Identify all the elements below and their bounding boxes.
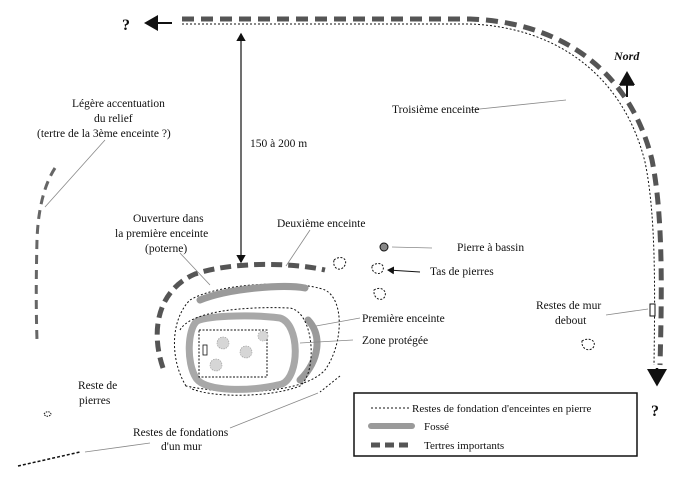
third-enclosure-mound bbox=[182, 16, 664, 366]
stone-piles: Tas de pierres bbox=[333, 257, 595, 351]
ditch-east bbox=[296, 316, 321, 384]
distance-label: 150 à 200 m bbox=[250, 138, 307, 150]
stone-remains-label-line1: Reste de bbox=[78, 380, 117, 392]
stone-pile-4 bbox=[581, 338, 595, 351]
protected-zone-callout: Zone protégée bbox=[299, 335, 428, 347]
inner-fortification bbox=[154, 261, 340, 396]
north-label: Nord bbox=[613, 49, 640, 63]
first-enclosure-foundation bbox=[179, 307, 312, 396]
second-enclosure-mound bbox=[154, 261, 326, 369]
first-enclosure-callout: Première enceinte bbox=[315, 313, 445, 327]
continuation-arrow-bottom: ? bbox=[647, 368, 667, 420]
second-enclosure-label: Deuxième enceinte bbox=[277, 218, 365, 230]
wall-foundations-label-line1: Restes de fondations bbox=[133, 427, 229, 439]
stone-pile-1 bbox=[333, 257, 347, 270]
third-enclosure bbox=[182, 16, 664, 366]
wall-foundations: Restes de fondations d'un mur bbox=[17, 375, 341, 467]
inner-mound-4 bbox=[257, 330, 269, 342]
first-enclosure-ditch bbox=[185, 312, 299, 393]
question-mark-top: ? bbox=[122, 17, 130, 34]
legend: Restes de fondation d'enceintes en pierr… bbox=[353, 392, 638, 457]
north-indicator: Nord bbox=[613, 49, 640, 97]
inner-mound-3 bbox=[209, 358, 223, 372]
basin-stone: Pierre à bassin bbox=[379, 242, 524, 254]
opening-callout: Ouverture dans la première enceinte (pot… bbox=[115, 213, 211, 286]
continuation-arrow-top: ? bbox=[122, 15, 172, 34]
inner-square bbox=[198, 329, 268, 378]
opening-label-line3: (poterne) bbox=[145, 243, 187, 255]
second-enclosure-callout: Deuxième enceinte bbox=[277, 218, 365, 267]
question-mark-bottom: ? bbox=[651, 403, 659, 420]
relief-label-line2: du relief bbox=[94, 113, 133, 125]
inner-door bbox=[202, 344, 208, 356]
stone-remains-label-line2: pierres bbox=[79, 395, 111, 407]
stone-remains: Reste de pierres bbox=[43, 380, 117, 417]
opening-label-line2: la première enceinte bbox=[115, 228, 208, 240]
standing-wall-label-line1: Restes de mur bbox=[536, 300, 601, 312]
legend-label-foundation: Restes de fondation d'enceintes en pierr… bbox=[412, 403, 592, 415]
legend-label-mound: Tertres importants bbox=[424, 440, 504, 452]
stone-piles-label: Tas de pierres bbox=[430, 266, 494, 278]
inner-mound-1 bbox=[216, 336, 230, 350]
basin-stone-label: Pierre à bassin bbox=[457, 242, 524, 254]
stone-pile-2 bbox=[371, 262, 384, 274]
standing-wall-label-line2: debout bbox=[555, 315, 587, 327]
ditch-north bbox=[196, 283, 309, 304]
third-enclosure-label: Troisième enceinte bbox=[392, 104, 479, 116]
standing-wall: Restes de mur debout bbox=[536, 300, 656, 327]
stone-pile-3 bbox=[373, 287, 386, 300]
third-enclosure-callout: Troisième enceinte bbox=[392, 99, 567, 116]
relief-label-line1: Légère accentuation bbox=[72, 98, 165, 110]
protected-zone-label: Zone protégée bbox=[362, 335, 428, 347]
relief-mound: Légère accentuation du relief (tertre de… bbox=[34, 98, 171, 341]
first-enclosure-label: Première enceinte bbox=[362, 313, 445, 325]
inner-mound-2 bbox=[239, 345, 253, 359]
wall-foundations-label-line2: d'un mur bbox=[161, 441, 202, 453]
opening-label-line1: Ouverture dans bbox=[133, 213, 204, 225]
legend-label-ditch: Fossé bbox=[424, 421, 449, 433]
third-enclosure-foundation bbox=[182, 23, 656, 366]
distance-arrow: 150 à 200 m bbox=[236, 32, 307, 264]
second-enclosure-foundation bbox=[174, 283, 340, 393]
relief-label-line3: (tertre de la 3ème enceinte ?) bbox=[37, 128, 171, 140]
